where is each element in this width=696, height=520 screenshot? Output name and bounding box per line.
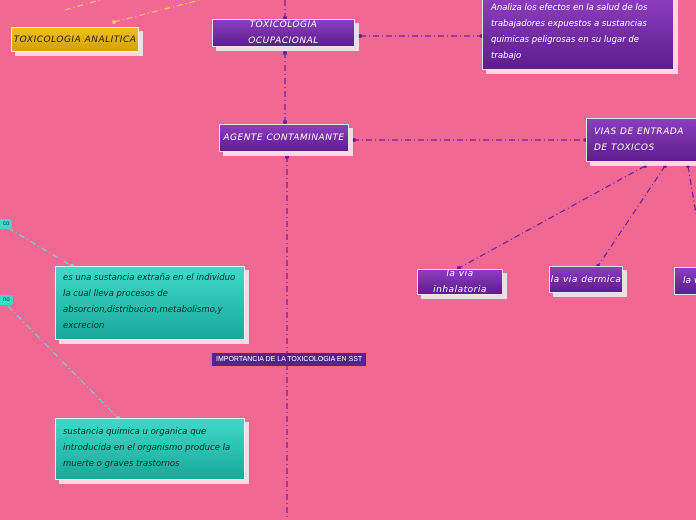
node-label: TOXICOLOGIA ANALITICA <box>13 34 137 45</box>
node-toxicologia-ocupacional[interactable]: TOXICOLOGIA OCUPACIONAL <box>212 19 355 47</box>
link-no-toxico <box>7 305 119 419</box>
node-toxico-description[interactable]: sustancia quimica u organica que introdu… <box>55 418 245 480</box>
link-co-xenobiotico <box>7 227 73 267</box>
node-ocupacional-description[interactable]: Analiza los efectos en la salud de los t… <box>482 0 674 70</box>
dot-ocupacional-right <box>358 34 362 38</box>
node-xenobiotico-description[interactable]: es una sustancia extraña en el individuo… <box>55 266 245 340</box>
link-analitica-2 <box>64 0 101 11</box>
node-text: sustancia quimica u organica que introdu… <box>63 427 231 469</box>
dot-vias-bottom-2 <box>663 164 667 168</box>
node-via-inhalatoria[interactable]: la via inhalatoria <box>417 269 503 295</box>
dot-agente-top <box>283 120 287 124</box>
left-pill-no[interactable]: no <box>0 295 13 305</box>
importancia-label[interactable]: IMPORTANCIA DE LA TOXICOLOGIA EN SST <box>212 353 367 366</box>
node-toxicologia-analitica[interactable]: TOXICOLOGIA ANALITICA <box>11 27 139 52</box>
link-vias-inhalatoria <box>458 165 646 269</box>
node-text: es una sustancia extraña en el individuo… <box>63 273 236 331</box>
dot-ocupacional-bottom <box>283 51 287 55</box>
node-label: la v <box>683 276 696 286</box>
link-analitica-1 <box>113 0 201 23</box>
link-vias-dermica <box>597 165 666 267</box>
left-pill-co[interactable]: co <box>0 219 13 229</box>
node-label: TOXICOLOGIA OCUPACIONAL <box>248 20 319 46</box>
node-text: Analiza los efectos en la salud de los t… <box>491 3 648 61</box>
node-label: AGENTE CONTAMINANTE <box>223 133 345 143</box>
dot-agente-right <box>352 138 356 142</box>
dot-analitica-right <box>112 20 116 24</box>
pill-text: co <box>3 221 10 227</box>
dot-vias-bottom-1 <box>643 164 647 168</box>
link-vias-third <box>687 165 696 215</box>
pill-text: no <box>3 297 10 303</box>
dot-vias-bottom-3 <box>686 164 690 168</box>
importancia-label-text: IMPORTANCIA DE LA TOXICOLOGIA EN SST <box>216 356 363 363</box>
node-label: la via inhalatoria <box>433 269 487 295</box>
node-via-dermica[interactable]: la via dermica <box>549 266 623 293</box>
node-agente-contaminante[interactable]: AGENTE CONTAMINANTE <box>219 124 349 152</box>
node-label: la via dermica <box>550 274 622 285</box>
dot-agente-bottom <box>285 155 289 159</box>
node-vias-entrada[interactable]: VIAS DE ENTRADA DE TOXICOS <box>586 118 696 162</box>
node-text: VIAS DE ENTRADA DE TOXICOS <box>594 127 684 153</box>
node-via-third[interactable]: la v <box>674 267 696 295</box>
